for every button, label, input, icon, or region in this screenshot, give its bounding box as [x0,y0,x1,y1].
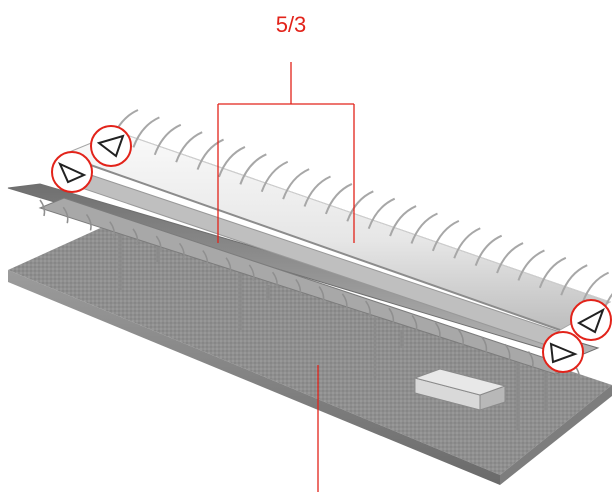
rafter-rib [239,153,267,185]
triangle-right-icon [58,161,87,184]
bracket-rib [527,351,534,368]
frame-rail [7,183,600,375]
callout-lines [217,62,355,492]
rafter-rib [218,146,246,178]
bracket-rib [109,221,116,238]
bracket-rib [388,307,395,325]
callout-label-top: 5/3 [276,12,307,37]
rafter-rib [410,212,438,244]
rafter-rib [389,205,417,237]
rafter-rib [367,197,396,230]
bracket-rib [248,264,255,282]
bracket-rib [341,293,348,311]
end-marker-top-left [90,125,132,167]
bracket-rib [318,286,325,303]
rafter-rib [196,138,224,170]
bracket-rib [225,257,232,274]
bracket-rib [295,278,302,296]
triangle-right-icon [549,342,578,364]
bracket-rib [155,235,162,253]
rafter-rib [453,227,481,259]
end-marker-top-right [570,299,612,341]
rafter-rib [303,175,331,207]
rafter-rib [538,256,567,289]
triangle-left-icon [96,134,125,158]
rafter-rib [346,190,374,222]
bracket-rib [411,315,418,332]
rafter-rib [560,264,588,296]
rafter-rib [431,219,460,252]
bracket-rib [481,336,488,354]
bracket-rib [178,242,185,260]
canopy-roof [60,131,612,349]
support-columns [118,230,548,430]
equipment-box [413,368,507,411]
bracket-rib [39,199,46,217]
rafter-rib [581,271,610,303]
bracket-rib [132,228,139,246]
bracket-rib [202,250,209,267]
bracket-rib [504,343,511,361]
bracket-rib [62,206,69,224]
bracket-rib [85,213,92,231]
lower-brackets [39,199,581,383]
bracket-rib [434,322,441,339]
rafter-rib [175,131,203,163]
bracket-rib [458,329,464,347]
end-marker-left [51,151,93,193]
rafter-rib [496,242,524,274]
triangle-left-icon [576,307,605,334]
rafter-rib [282,168,310,200]
rafter-rib [153,123,182,156]
platform-base [8,220,612,485]
bracket-rib [365,300,371,318]
rafter-rib [517,249,545,281]
rafter-rib [474,234,503,266]
rafter-rib [132,116,160,148]
bracket-rib [272,271,278,289]
end-marker-right [542,331,584,373]
rafter-rib [324,182,353,215]
rafter-rib [260,160,289,193]
